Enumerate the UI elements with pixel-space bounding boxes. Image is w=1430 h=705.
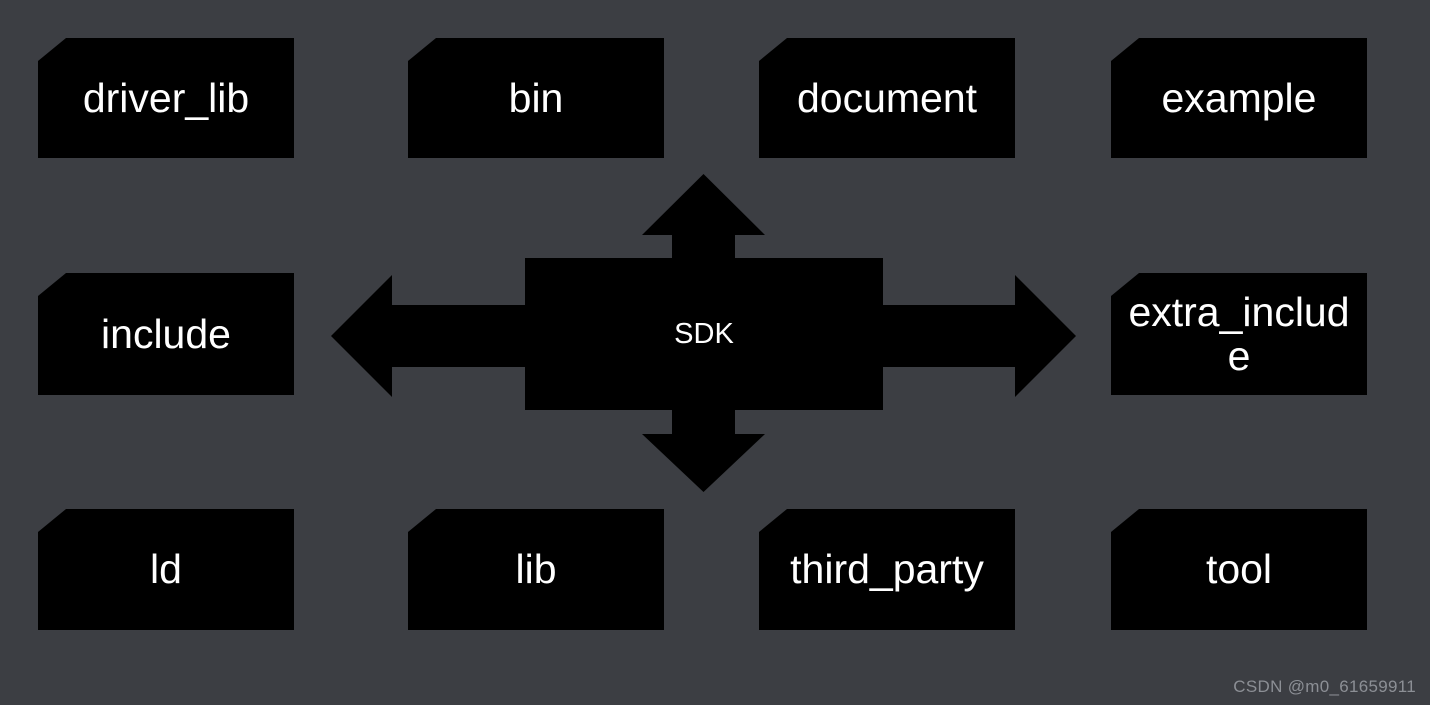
node-label: third_party <box>790 546 984 593</box>
node-tool[interactable]: tool <box>1111 509 1367 630</box>
node-third_party[interactable]: third_party <box>759 509 1015 630</box>
node-label: tool <box>1205 546 1273 593</box>
watermark-text: CSDN @m0_61659911 <box>1233 677 1416 696</box>
node-bin[interactable]: bin <box>408 38 664 158</box>
node-label: bin <box>508 74 564 121</box>
node-driver_lib[interactable]: driver_lib <box>38 38 294 158</box>
node-label: lib <box>515 546 557 593</box>
node-example[interactable]: example <box>1111 38 1367 158</box>
node-label: ld <box>150 546 182 593</box>
node-ld[interactable]: ld <box>38 509 294 630</box>
node-lib[interactable]: lib <box>408 509 664 630</box>
node-label: document <box>796 74 978 121</box>
node-label: include <box>101 310 231 357</box>
node-label: driver_lib <box>82 74 250 121</box>
node-label: extra_include <box>1128 288 1350 379</box>
quad-arrow-shape <box>331 174 1076 492</box>
node-include[interactable]: include <box>38 273 294 395</box>
node-document[interactable]: document <box>759 38 1015 158</box>
node-label: example <box>1161 74 1317 121</box>
node-extra_include[interactable]: extra_include <box>1111 273 1367 395</box>
